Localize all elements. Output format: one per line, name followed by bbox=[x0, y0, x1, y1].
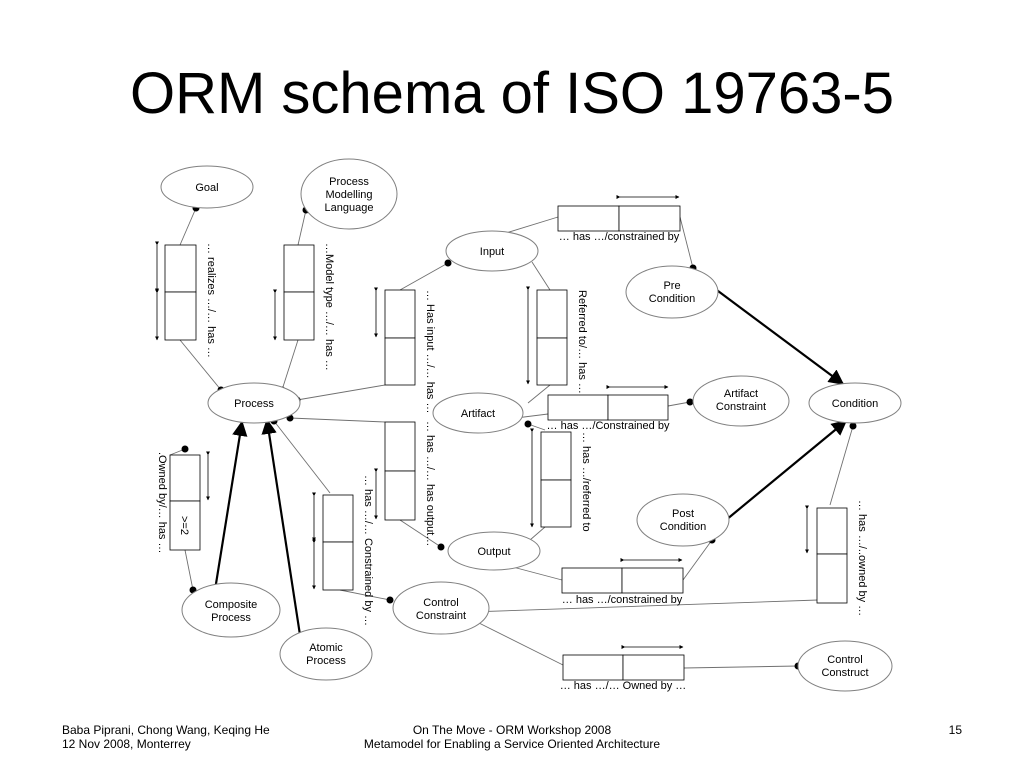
entity-output: Output bbox=[447, 531, 541, 571]
footer-date-line: 12 Nov 2008, Monterrey bbox=[62, 737, 191, 751]
svg-text:… has …/… has output…: … has …/… has output… bbox=[424, 421, 436, 546]
svg-text:… has …/Constrained by: … has …/Constrained by bbox=[547, 420, 670, 432]
entity-process: Process bbox=[207, 382, 301, 424]
svg-text:Control: Control bbox=[827, 654, 862, 666]
entity-control-construct: Control Construct bbox=[797, 640, 893, 692]
svg-text:Control: Control bbox=[423, 597, 458, 609]
fact-control-construct: … has …/… Owned by … bbox=[560, 645, 687, 692]
svg-text:… has …/referred to: … has …/referred to bbox=[580, 432, 592, 532]
svg-text:>=2: >=2 bbox=[178, 516, 190, 535]
svg-text:Artifact: Artifact bbox=[724, 388, 758, 400]
svg-text:Input: Input bbox=[480, 246, 504, 258]
svg-text:… has …/constrained by: … has …/constrained by bbox=[559, 231, 680, 243]
slide-title: ORM schema of ISO 19763-5 bbox=[130, 61, 894, 126]
entity-input: Input bbox=[445, 230, 539, 272]
entity-artifact-constraint: Artifact Constraint bbox=[692, 375, 790, 427]
entity-goal: Goal bbox=[160, 165, 254, 209]
entity-process-modelling-language: Process Modelling Language bbox=[300, 158, 398, 230]
subtype-arrows bbox=[213, 284, 848, 636]
svg-text:… has …/… Owned by …: … has …/… Owned by … bbox=[560, 680, 687, 692]
svg-text:Composite: Composite bbox=[205, 599, 258, 611]
svg-text:Post: Post bbox=[672, 508, 694, 520]
svg-text:Modelling: Modelling bbox=[325, 189, 372, 201]
svg-text:Process: Process bbox=[234, 398, 274, 410]
fact-goal-process: … realizes …/… has … bbox=[155, 241, 217, 358]
svg-text:Constraint: Constraint bbox=[716, 401, 766, 413]
svg-text:… has …/..owned by …: … has …/..owned by … bbox=[856, 500, 868, 616]
fact-pml-process: …Model type …/… has … bbox=[273, 243, 335, 371]
footer-authors: Baba Piprani, Chong Wang, Keqing He 12 N… bbox=[62, 723, 270, 751]
svg-text:Language: Language bbox=[325, 202, 374, 214]
svg-text:Pre: Pre bbox=[663, 280, 680, 292]
fact-input-artifact: Referred to/… has … bbox=[526, 286, 588, 394]
svg-text:… has …/… Constrained by …: … has …/… Constrained by … bbox=[362, 475, 374, 626]
entity-post-condition: Post Condition bbox=[636, 493, 730, 547]
svg-text:Artifact: Artifact bbox=[461, 408, 495, 420]
fact-process-input: … Has input …/… has … bbox=[374, 287, 436, 414]
svg-text:Condition: Condition bbox=[660, 521, 706, 533]
svg-text:Referred to/… has …: Referred to/… has … bbox=[576, 290, 588, 394]
svg-text:Condition: Condition bbox=[832, 398, 878, 410]
fact-output-postcondition: … has …/constrained by bbox=[561, 558, 684, 606]
page-number: 15 bbox=[948, 723, 962, 737]
fact-composite-process: .Owned by/… has … >=2 bbox=[156, 451, 210, 554]
fact-process-output: … has …/… has output… bbox=[374, 421, 436, 546]
entity-condition: Condition bbox=[808, 382, 902, 424]
footer-authors-line: Baba Piprani, Chong Wang, Keqing He bbox=[62, 723, 270, 737]
svg-text:Goal: Goal bbox=[195, 182, 218, 194]
svg-text:Process: Process bbox=[329, 176, 369, 188]
svg-text:Process: Process bbox=[211, 612, 251, 624]
svg-text:Atomic: Atomic bbox=[309, 642, 343, 654]
entity-atomic-process: Atomic Process bbox=[279, 627, 373, 681]
svg-text:Construct: Construct bbox=[821, 667, 868, 679]
svg-text:… has …/constrained by: … has …/constrained by bbox=[562, 594, 683, 606]
fact-postcondition-control-constraint: … has …/..owned by … bbox=[805, 500, 868, 616]
svg-text:.Owned by/… has …: .Owned by/… has … bbox=[156, 452, 168, 554]
fact-artifact-output: … has …/referred to bbox=[530, 428, 592, 532]
entity-composite-process: Composite Process bbox=[181, 582, 281, 638]
role-dots bbox=[181, 204, 857, 670]
svg-text:… Has input …/… has …: … Has input …/… has … bbox=[424, 290, 436, 414]
entity-control-constraint: Control Constraint bbox=[392, 581, 490, 635]
entity-pre-condition: Pre Condition bbox=[625, 265, 719, 319]
footer-event-line: On The Move - ORM Workshop 2008 bbox=[412, 723, 612, 737]
fact-input-precondition: … has …/constrained by bbox=[557, 195, 681, 243]
entity-artifact: Artifact bbox=[432, 392, 524, 434]
svg-text:Condition: Condition bbox=[649, 293, 695, 305]
svg-text:…Model type …/… has …: …Model type …/… has … bbox=[323, 243, 335, 371]
svg-text:Process: Process bbox=[306, 655, 346, 667]
svg-text:Output: Output bbox=[477, 546, 510, 558]
svg-text:… realizes …/… has …: … realizes …/… has … bbox=[205, 243, 217, 358]
footer-subtitle-line: Metamodel for Enabling a Service Oriente… bbox=[363, 737, 661, 751]
svg-text:Constraint: Constraint bbox=[416, 610, 466, 622]
fact-artifact-constraint: … has …/Constrained by bbox=[547, 385, 670, 432]
footer-event: On The Move - ORM Workshop 2008 Metamode… bbox=[330, 723, 694, 751]
fact-process-control-constraint: … has …/… Constrained by … bbox=[312, 475, 374, 626]
